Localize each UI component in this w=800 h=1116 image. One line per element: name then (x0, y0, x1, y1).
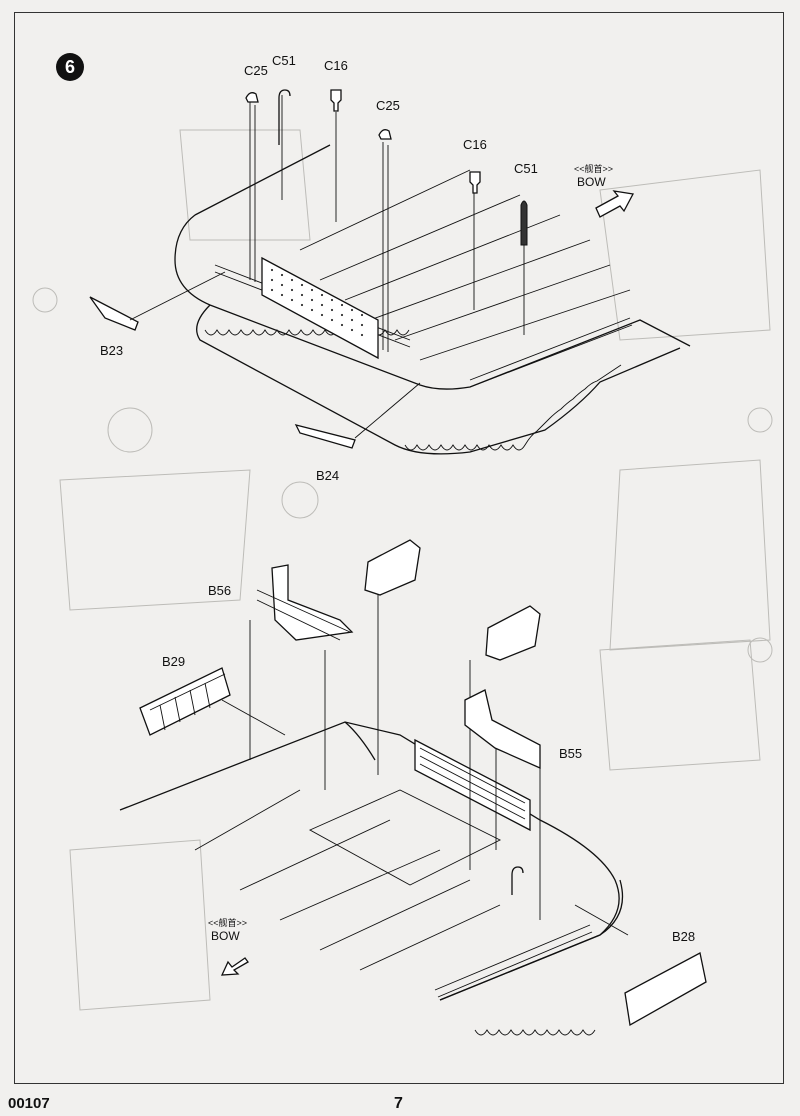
c25-left-part (245, 92, 259, 103)
label-c51-left: C51 (272, 53, 296, 68)
bow-top-chinese: <<舰首>> (574, 164, 614, 174)
lower-hull-assembly (119, 539, 707, 1036)
c16-left-part (330, 89, 342, 112)
label-b28: B28 (672, 929, 696, 944)
label-c25-right: C25 (376, 98, 400, 113)
label-b23: B23 (100, 343, 124, 358)
bow-arrow-top-icon (595, 190, 635, 218)
page-number: 7 (394, 1095, 403, 1112)
vent-unit-right-part (485, 605, 541, 661)
grill-dots (270, 268, 364, 337)
vent-unit-left-part (364, 539, 421, 596)
label-c16-right: C16 (463, 137, 487, 152)
step-number-badge: 6 (56, 53, 84, 81)
label-c16-left: C16 (324, 58, 348, 73)
b56-part (271, 564, 354, 641)
label-b29: B29 (162, 654, 186, 669)
bow-arrow-bottom-icon (220, 957, 249, 976)
product-code: 00107 (8, 1095, 50, 1112)
label-c51-right: C51 (514, 161, 538, 176)
c51-left-part (278, 89, 291, 145)
label-b56: B56 (208, 583, 232, 598)
b23-part (89, 296, 139, 331)
b55-part (464, 689, 541, 770)
label-c25-left: C25 (244, 63, 268, 78)
upper-hull-assembly (89, 89, 691, 455)
b24-part (294, 424, 356, 449)
c16-right-part (469, 171, 481, 194)
c25-right-part (378, 129, 392, 140)
bow-bottom-chinese: <<舰首>> (208, 918, 248, 928)
bow-top-english: BOW (577, 175, 606, 189)
label-b24: B24 (316, 468, 340, 483)
b28-part (624, 952, 707, 1027)
page-frame (14, 12, 784, 1084)
c51-right-part (520, 200, 528, 246)
label-b55: B55 (559, 746, 583, 761)
bow-bottom-english: BOW (211, 929, 240, 943)
background-ghost-drawing (32, 129, 773, 1011)
